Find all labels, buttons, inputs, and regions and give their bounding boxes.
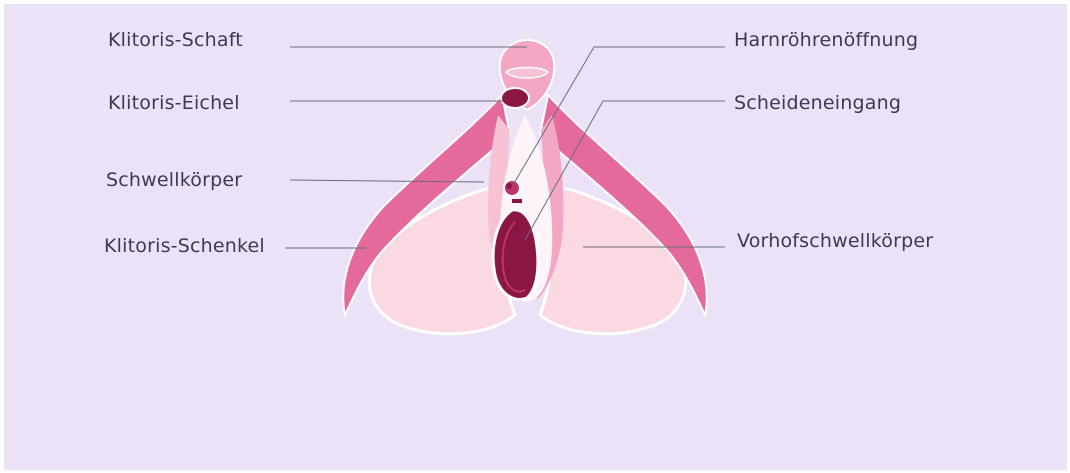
clitoral-glans bbox=[501, 88, 529, 108]
paraurethral-dots bbox=[512, 199, 522, 203]
label-clitoris-glans: Klitoris-Eichel bbox=[108, 92, 240, 114]
clitoral-hood-fold bbox=[506, 68, 548, 79]
vaginal-opening bbox=[493, 210, 538, 300]
label-clitoris-crus: Klitoris-Schenkel bbox=[104, 235, 265, 257]
label-vestibular-bulbs: Vorhofschwellkörper bbox=[737, 230, 933, 252]
urethral-opening-inner bbox=[506, 183, 512, 189]
urethral-opening bbox=[504, 180, 520, 196]
label-urethral-opening: Harnröhrenöffnung bbox=[734, 29, 918, 51]
label-clitoris-shaft: Klitoris-Schaft bbox=[108, 29, 243, 51]
label-erectile-bodies: Schwellkörper bbox=[106, 169, 242, 191]
label-vaginal-opening: Scheideneingang bbox=[734, 92, 901, 114]
